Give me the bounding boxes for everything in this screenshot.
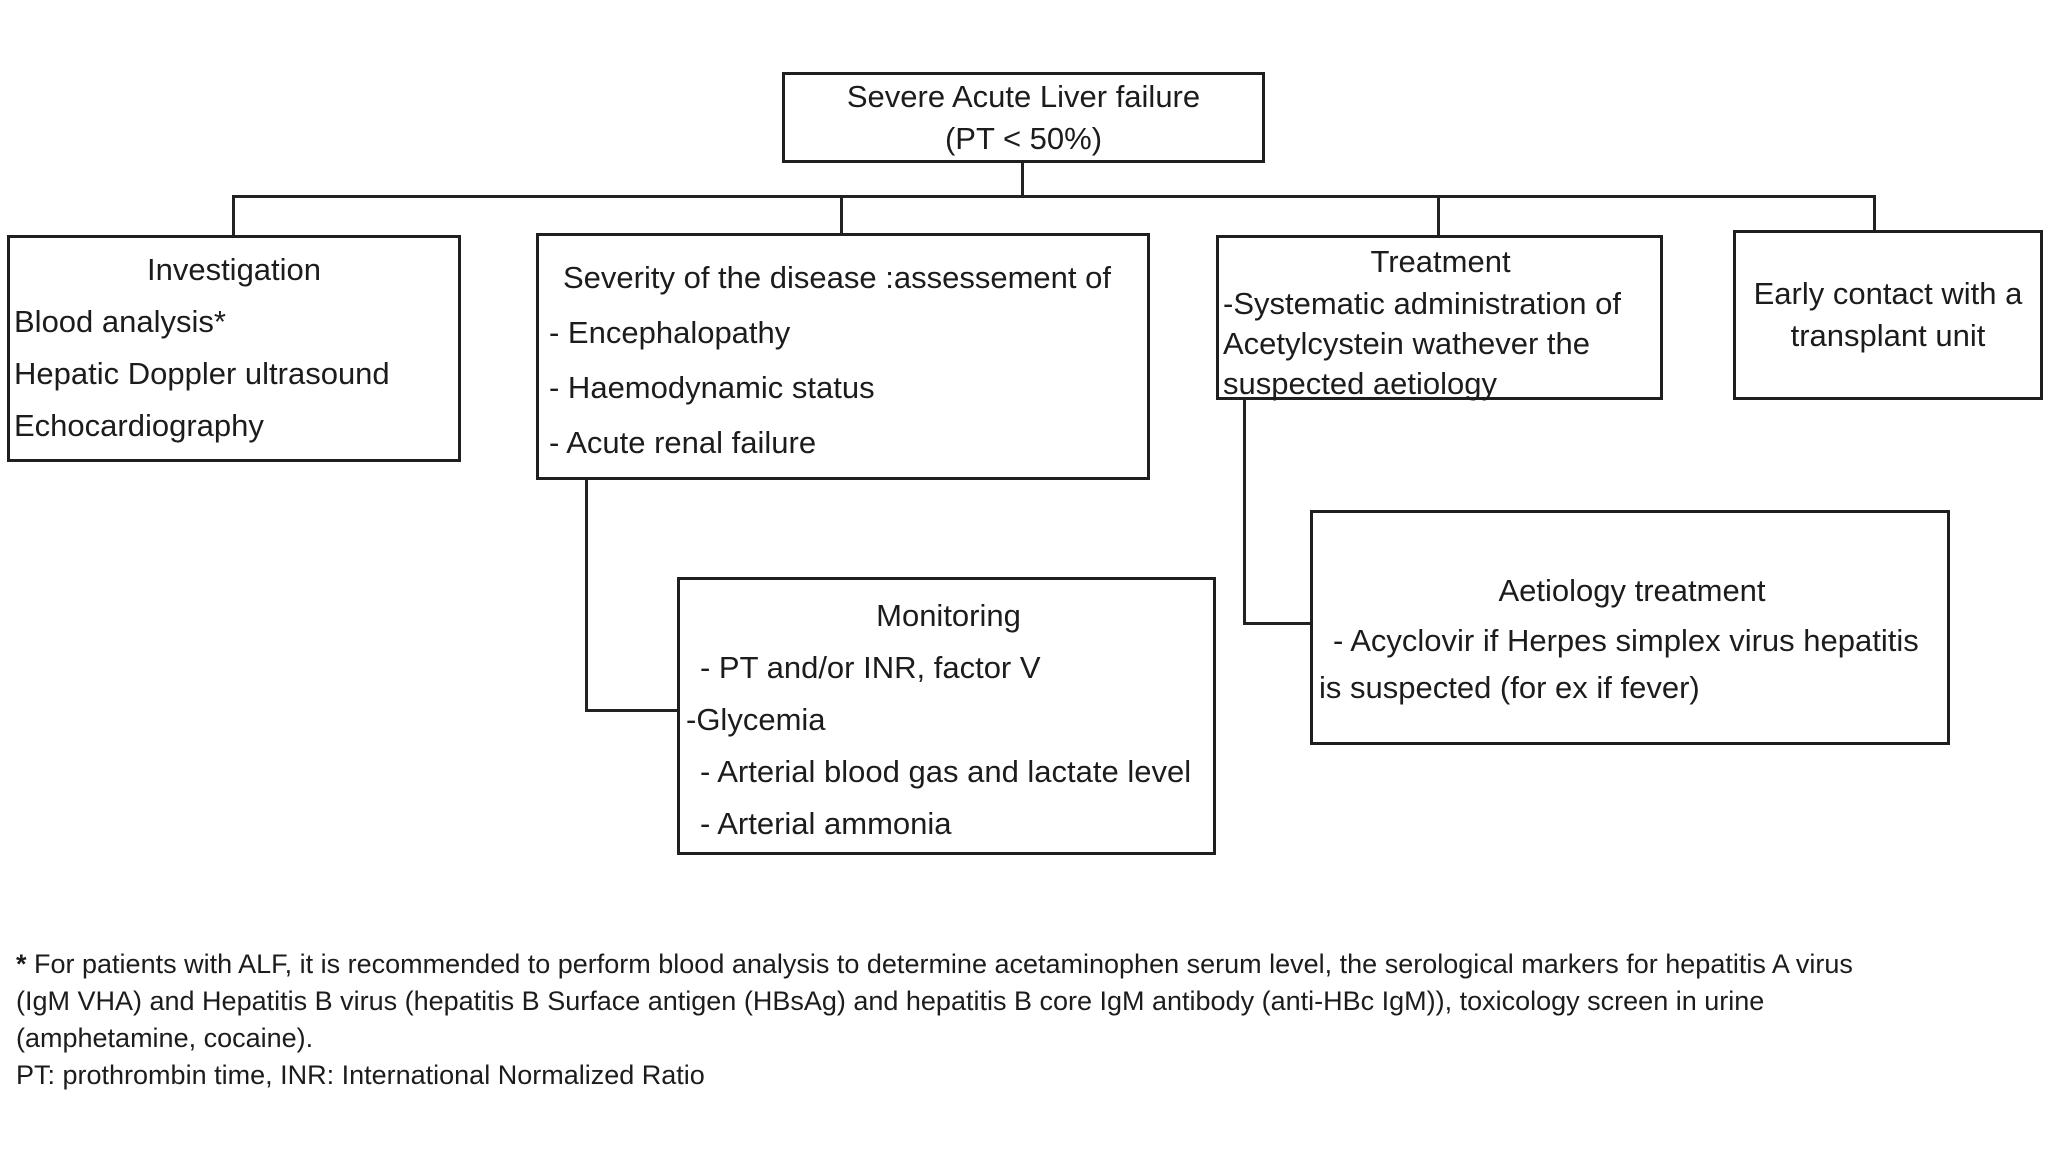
node-item: suspected aetiology	[1223, 366, 1498, 401]
footnote-asterisk: *	[16, 949, 27, 979]
node-title: Severe Acute Liver failure	[846, 78, 1201, 114]
node-title: Monitoring	[876, 598, 1021, 633]
node-monitoring: Monitoring - PT and/or INR, factor V -Gl…	[677, 577, 1216, 855]
footnote-line: (amphetamine, cocaine).	[16, 1023, 314, 1053]
node-item: transplant unit	[1790, 318, 1986, 353]
node-item: - Encephalopathy	[549, 315, 791, 350]
node-title: Investigation	[146, 252, 322, 287]
node-item: Blood analysis*	[14, 304, 226, 339]
connector-treatment-aetiology-vertical	[1243, 398, 1246, 625]
node-treatment: Treatment -Systematic administration of …	[1216, 235, 1663, 401]
node-severe-acute-liver-failure: Severe Acute Liver failure (PT < 50%)	[782, 72, 1265, 163]
node-item: - Arterial ammonia	[700, 806, 952, 841]
footnote-text: For patients with ALF, it is recommended…	[26, 949, 1853, 979]
connector-treatment-aetiology-horizontal	[1243, 622, 1312, 625]
footnote-line: (IgM VHA) and Hepatitis B virus (hepatit…	[16, 986, 1765, 1016]
footnote-line: * For patients with ALF, it is recommend…	[16, 946, 2026, 983]
node-item: Early contact with a	[1753, 276, 2023, 311]
connector-drop-transplant	[1873, 195, 1876, 232]
connector-severity-monitoring-horizontal	[585, 709, 679, 712]
connector-drop-severity	[840, 195, 843, 235]
footnote: * For patients with ALF, it is recommend…	[16, 946, 2026, 1094]
connector-root-stub	[1021, 163, 1024, 197]
footnote-line: PT: prothrombin time, INR: International…	[16, 1060, 705, 1090]
node-title: Aetiology treatment	[1498, 573, 1766, 608]
node-item: - Haemodynamic status	[549, 370, 875, 405]
connector-drop-investigation	[232, 195, 235, 237]
node-item: -Glycemia	[686, 702, 826, 737]
node-item: - PT and/or INR, factor V	[700, 650, 1041, 685]
node-title: Treatment	[1370, 244, 1511, 279]
node-subtitle: (PT < 50%)	[944, 120, 1103, 156]
node-aetiology-treatment: Aetiology treatment - Acyclovir if Herpe…	[1310, 510, 1950, 745]
node-item: - Arterial blood gas and lactate level	[700, 754, 1192, 789]
node-title: Severity of the disease :assessement of	[563, 260, 1111, 295]
node-item: is suspected (for ex if fever)	[1319, 670, 1700, 705]
node-item: - Acyclovir if Herpes simplex virus hepa…	[1333, 623, 1919, 658]
connector-drop-treatment	[1437, 195, 1440, 237]
node-transplant-contact: Early contact with a transplant unit	[1733, 230, 2043, 400]
node-item: Echocardiography	[14, 408, 264, 443]
node-item: -Systematic administration of	[1223, 286, 1621, 321]
node-item: Hepatic Doppler ultrasound	[14, 356, 390, 391]
node-severity-assessment: Severity of the disease :assessement of …	[536, 233, 1150, 480]
connector-main-horizontal	[232, 195, 1876, 198]
node-item: Acetylcystein wathever the	[1223, 326, 1591, 361]
connector-severity-monitoring-vertical	[585, 478, 588, 712]
node-investigation: Investigation Blood analysis* Hepatic Do…	[7, 235, 461, 462]
node-item: - Acute renal failure	[549, 425, 817, 460]
